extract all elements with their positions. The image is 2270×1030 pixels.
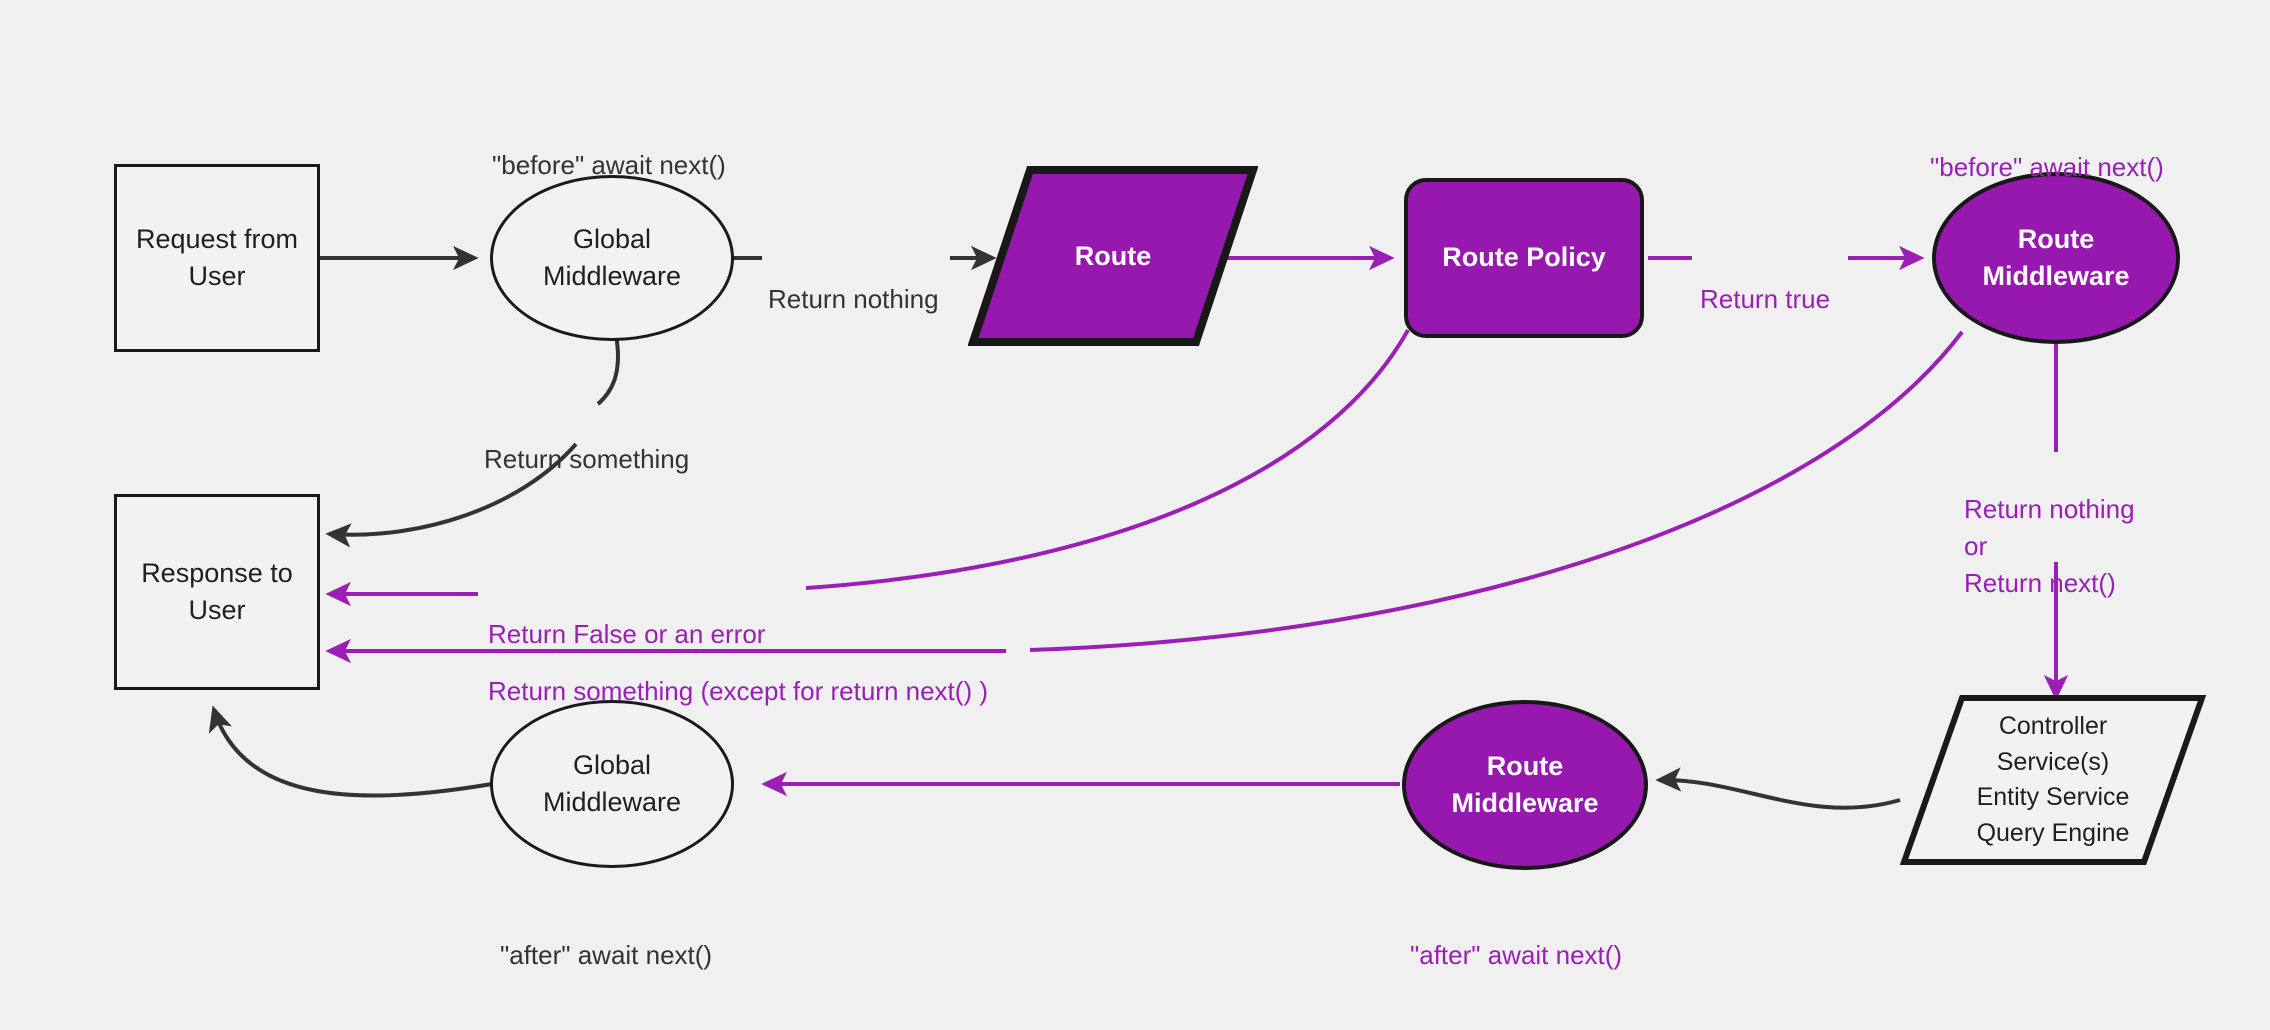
edge-route-policy-return-false-curve [805, 329, 1410, 590]
annotation-before-await-next-global: "before" await next() [492, 149, 726, 180]
edge-label-return-false-or-error: Return False or an error [488, 618, 766, 649]
node-controller-services[interactable]: Controller Service(s) Entity Service Que… [1900, 694, 2206, 866]
node-request-from-user-label: Request from User [135, 223, 299, 291]
annotation-before-await-next-route: "before" await next() [1930, 151, 2164, 182]
route-parallelogram-shape [968, 166, 1258, 346]
node-route-policy[interactable]: Route Policy [1404, 178, 1644, 338]
node-route-middleware-bottom[interactable]: Route Middleware [1402, 700, 1648, 870]
node-response-to-user[interactable]: Response to User [114, 494, 320, 690]
node-global-middleware-bottom-label: Global Middleware [542, 749, 682, 817]
edge-route-middleware-return-something-curve [1029, 330, 1964, 652]
node-route-policy-label: Route Policy [1442, 242, 1606, 273]
edge-label-return-nothing-or-next: Return nothing or Return next() [1964, 493, 2135, 598]
edge-label-return-true: Return true [1700, 283, 1831, 314]
edge-label-return-nothing-top: Return nothing [768, 283, 939, 314]
node-global-middleware-bottom[interactable]: Global Middleware [490, 700, 734, 868]
node-route-middleware-bottom-label: Route Middleware [1451, 750, 1599, 818]
edge-global-middleware-bottom-to-response [208, 705, 493, 798]
node-route-middleware-top[interactable]: Route Middleware [1932, 172, 2180, 344]
annotation-after-await-next-route: "after" await next() [1410, 939, 1623, 970]
edge-controller-to-route-middleware-bottom [1655, 767, 1901, 810]
node-controller-services-label: Controller Service(s) Entity Service Que… [1976, 712, 2130, 847]
node-global-middleware-top-label: Global Middleware [542, 223, 682, 291]
node-route-label: Route [1074, 240, 1152, 271]
edge-global-middleware-return-something-upper [596, 334, 620, 406]
annotation-after-await-next-global: "after" await next() [500, 939, 713, 970]
node-route-middleware-top-label: Route Middleware [1982, 223, 2130, 291]
node-global-middleware-top[interactable]: Global Middleware [490, 175, 734, 341]
node-route[interactable]: Route [968, 165, 1258, 347]
edge-label-return-something-top: Return something [484, 443, 690, 474]
edge-label-return-something-except-next: Return something (except for return next… [488, 675, 988, 706]
node-response-to-user-label: Response to User [141, 557, 293, 625]
node-request-from-user[interactable]: Request from User [114, 164, 320, 352]
controller-parallelogram-shape [1900, 695, 2206, 865]
